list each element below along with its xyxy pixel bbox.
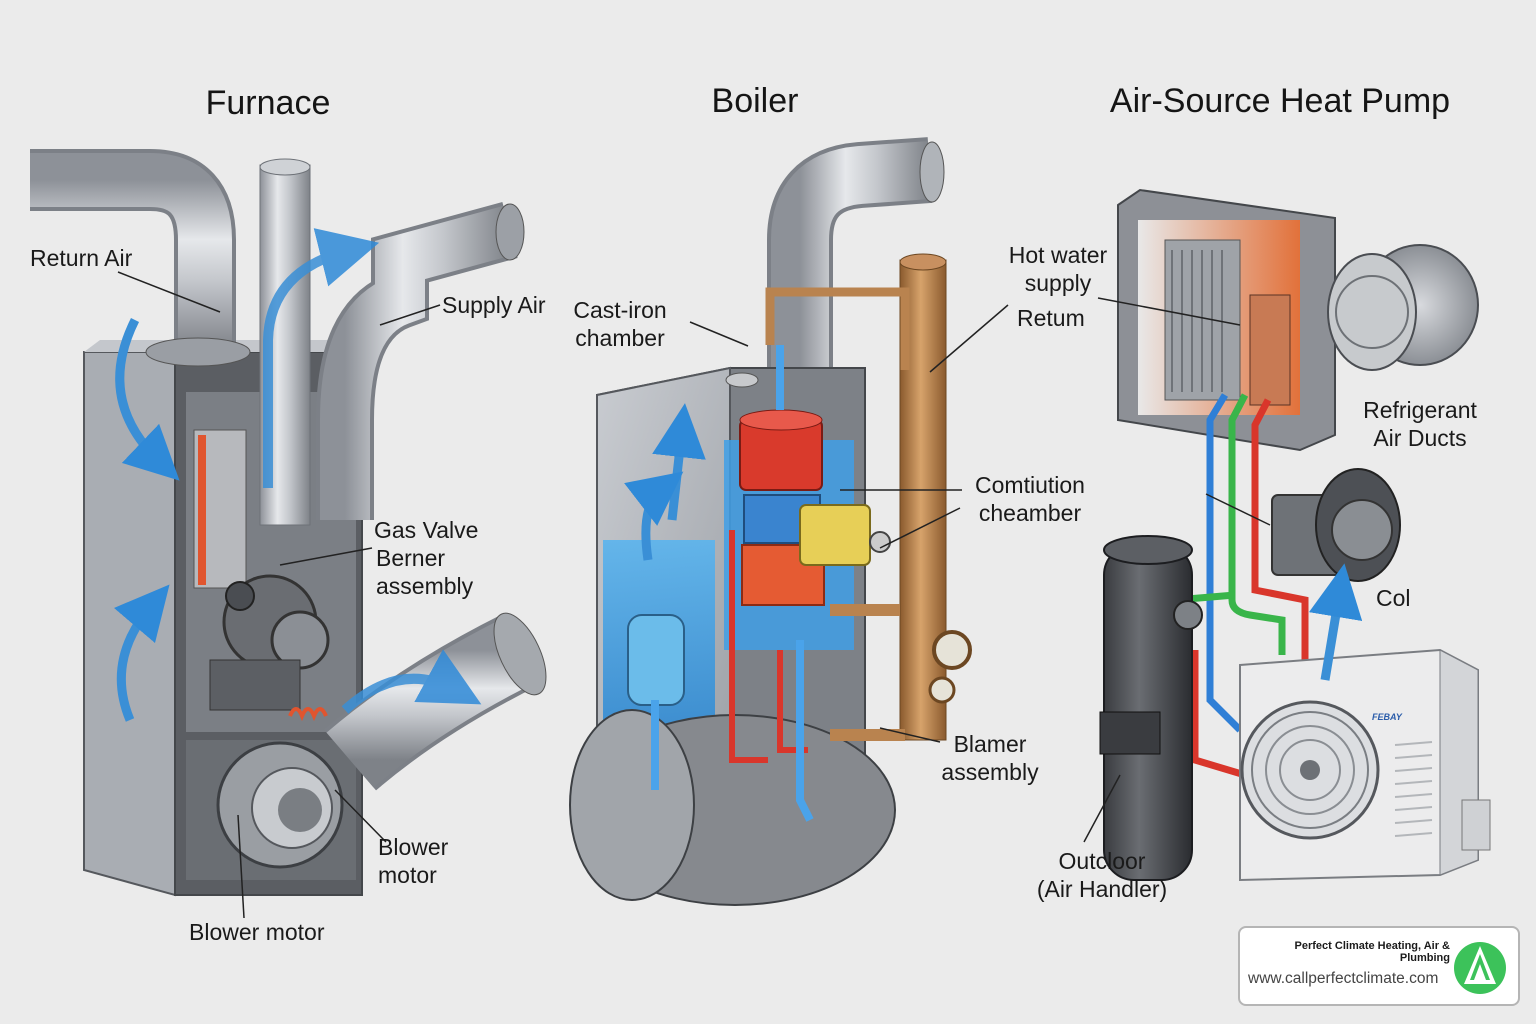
title-heat-pump: Air-Source Heat Pump xyxy=(1109,82,1451,120)
label-return-air: Return Air xyxy=(30,245,133,271)
label-refrigerant-air-ducts: Refrigerant Air Ducts xyxy=(1363,397,1477,451)
label-gas-valve: Gas Valve xyxy=(374,517,479,543)
company-badge[interactable]: Perfect Climate Heating, Air & Plumbing … xyxy=(1238,926,1520,1006)
label-coil: Col xyxy=(1376,585,1411,611)
label-blower-motor-bottom: Blower motor xyxy=(189,919,325,945)
boiler-illustration xyxy=(569,137,1009,906)
title-furnace: Furnace xyxy=(205,84,331,122)
company-logo-icon xyxy=(1454,942,1506,994)
company-url[interactable]: www.callperfectclimate.com xyxy=(1248,970,1439,987)
label-supply-air: Supply Air xyxy=(442,292,546,318)
label-blower-motor-right: Blower motor xyxy=(378,834,449,888)
label-furnace-burner-assembly: Berner assembly xyxy=(376,545,474,599)
label-hot-water-supply: Hot water supply xyxy=(1008,242,1108,296)
title-boiler: Boiler xyxy=(711,82,799,120)
heat-pump-illustration xyxy=(1083,188,1491,882)
label-boiler-burner-assembly: Blamer assembly xyxy=(941,731,1039,785)
label-cast-iron-chamber: Cast-iron chamber xyxy=(573,297,667,351)
label-combustion-chamber: Comtiution cheamber xyxy=(975,472,1085,526)
label-return: Retum xyxy=(1017,305,1085,331)
furnace-illustration xyxy=(30,149,547,919)
outdoor-unit-brand: FEBAY xyxy=(1372,712,1402,722)
label-outdoor-air-handler: Outcloor (Air Handler) xyxy=(1036,848,1168,902)
company-name: Perfect Climate Heating, Air & Plumbing xyxy=(1294,940,1450,964)
